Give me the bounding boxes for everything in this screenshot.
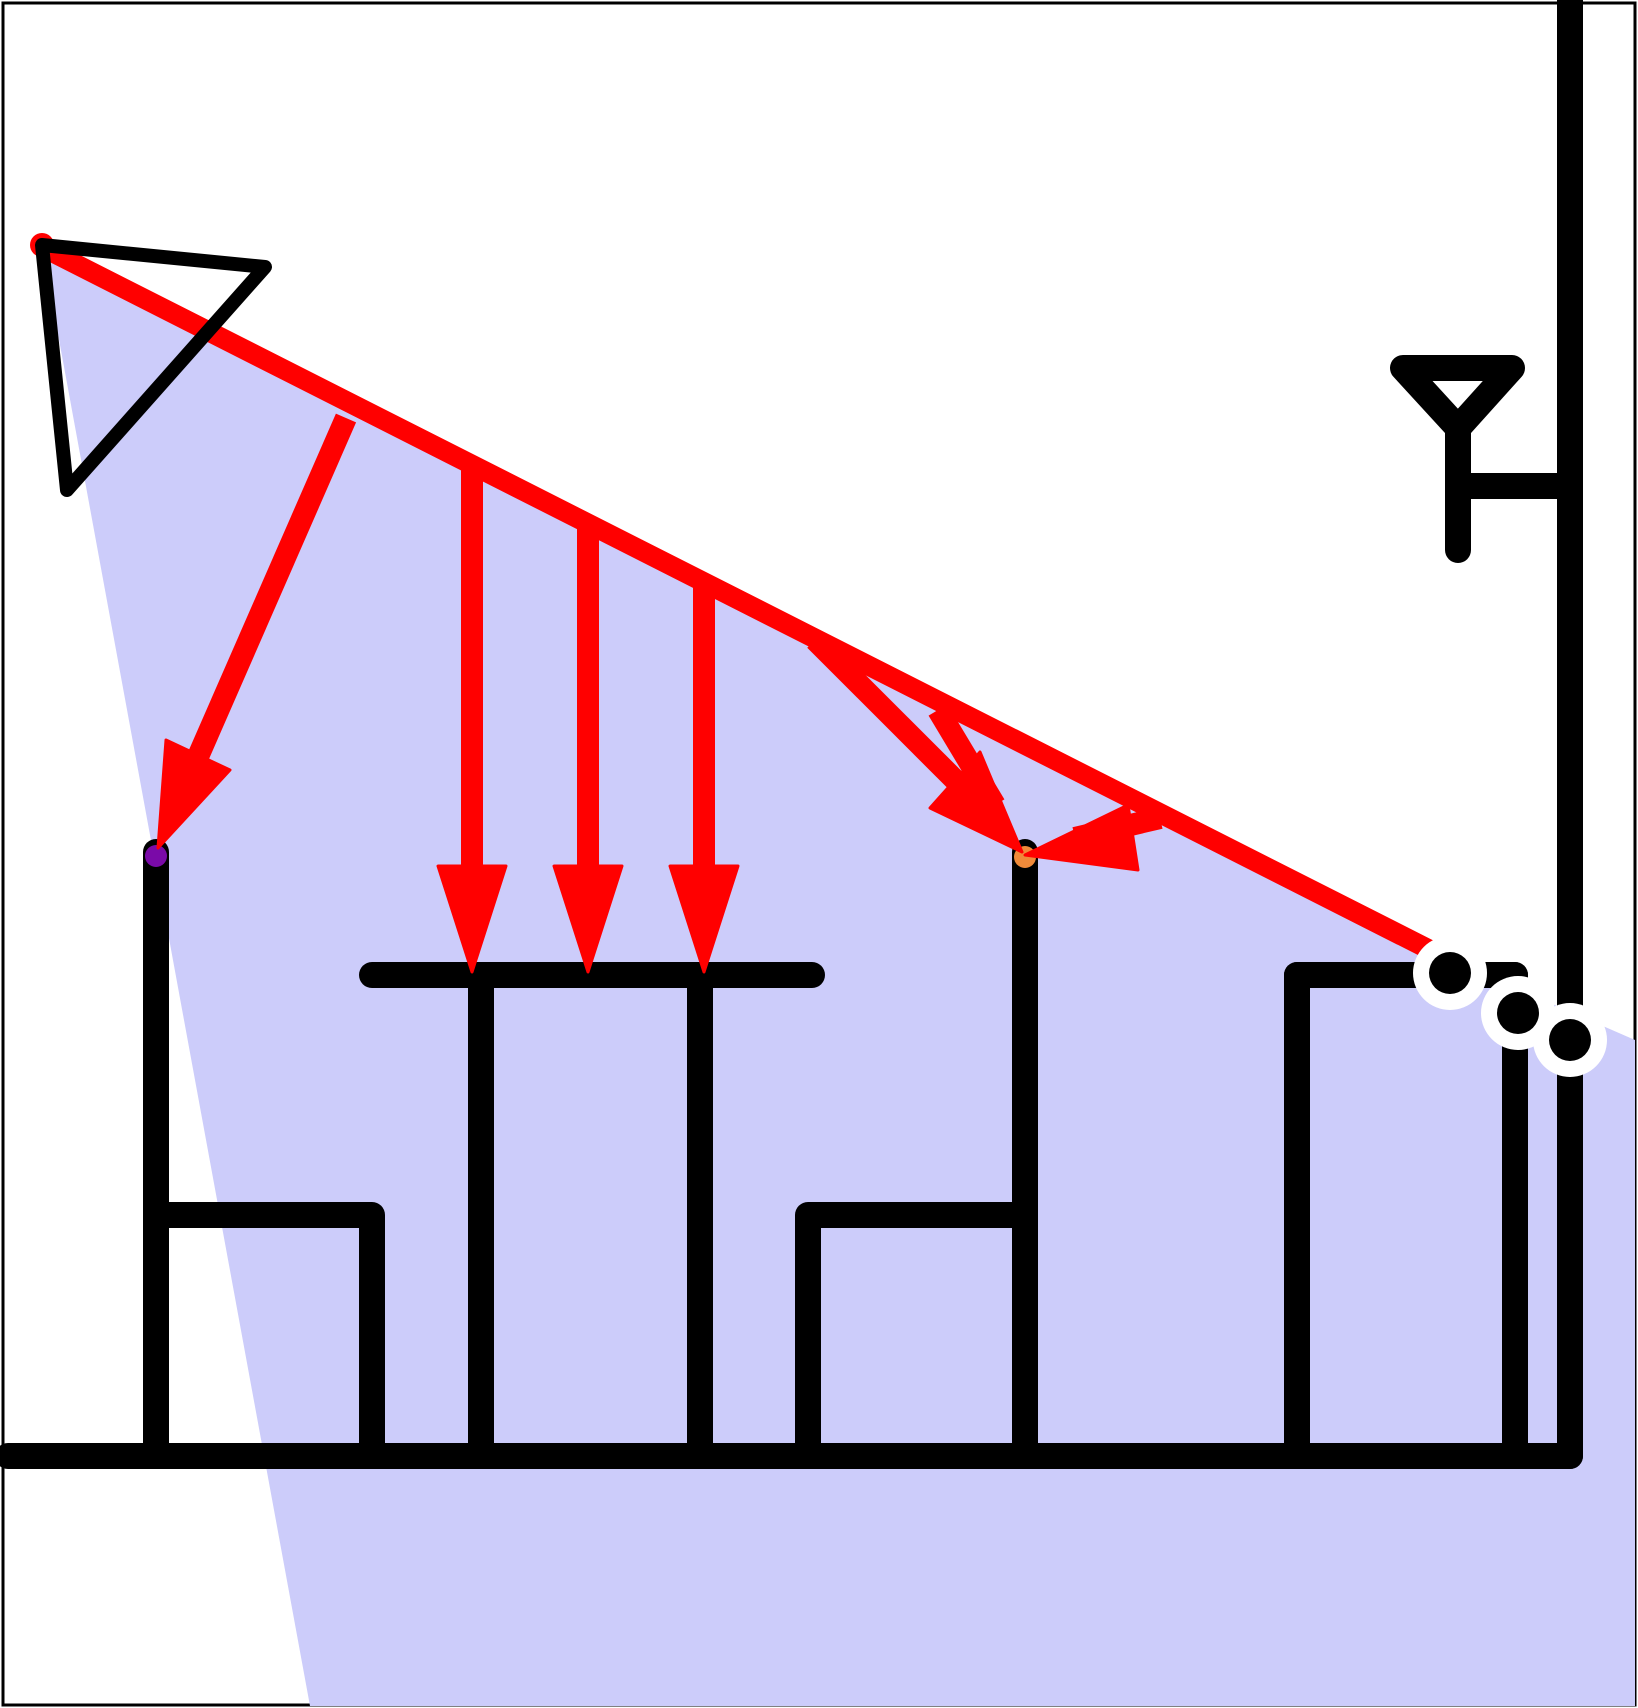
projection-arrows <box>156 413 1163 974</box>
antenna-icon <box>1390 355 1583 563</box>
field-of-view-region <box>42 247 1635 1706</box>
contact-points <box>1413 936 1607 1077</box>
camera-frustum-icon <box>35 238 272 497</box>
chair-right <box>795 839 1038 1469</box>
peak-left-marker <box>145 845 167 867</box>
contact-point-icon <box>1533 1003 1607 1077</box>
contact-point-icon <box>1413 936 1487 1010</box>
main-ray <box>32 237 1450 965</box>
chair-left <box>143 839 385 1469</box>
